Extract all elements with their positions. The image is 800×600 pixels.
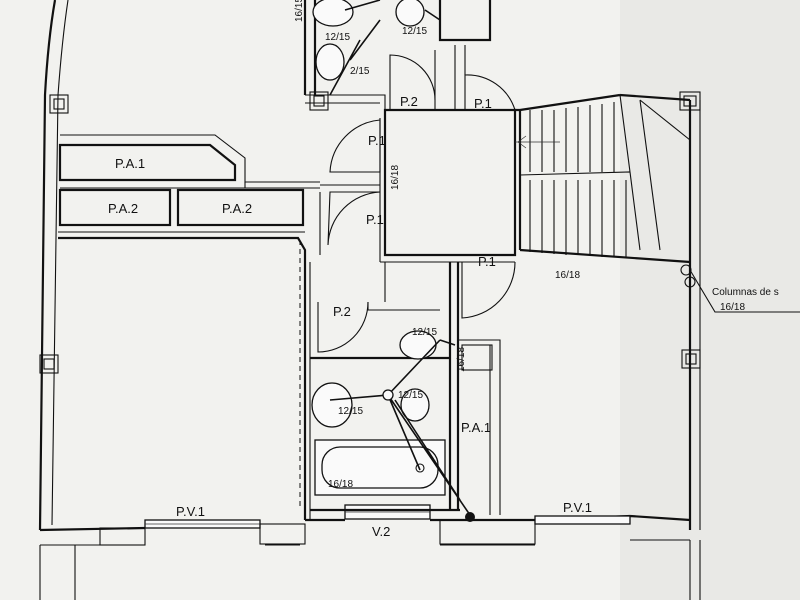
shaft-lines <box>458 339 501 515</box>
column-marker-5 <box>309 91 329 111</box>
bathtub-drain <box>415 463 425 473</box>
dim-1618-b: 16/18 <box>456 347 467 372</box>
door-p1-top-jambs <box>454 45 466 110</box>
label-p1-left: P.1 <box>368 133 386 148</box>
door-p1-mid-frame <box>319 184 380 255</box>
label-pa2-left: P.A.2 <box>108 201 138 216</box>
label-pa1-right: P.A.1 <box>461 420 491 435</box>
upper-sink-1 <box>312 0 354 27</box>
door-p2-mid <box>317 301 369 353</box>
column-dot-1 <box>680 264 692 276</box>
outer-wall-left-inner <box>51 0 69 526</box>
pier-bm <box>259 523 306 545</box>
window-pv1-right <box>534 515 631 525</box>
label-pa1-top: P.A.1 <box>115 156 145 171</box>
pa2-left-box <box>58 188 172 227</box>
dim-1618-v: 16/18 <box>390 165 401 190</box>
lower-sink <box>311 382 353 428</box>
lower-bidet <box>400 388 430 422</box>
column-dot-2 <box>684 276 696 288</box>
dim-1215-sink: 12/15 <box>338 406 363 417</box>
label-pv1-right: P.V.1 <box>563 500 592 515</box>
label-pa2-mid: P.A.2 <box>222 201 252 216</box>
upper-wc <box>395 0 425 27</box>
label-p1-top: P.1 <box>474 96 492 111</box>
column-marker-1 <box>49 94 69 114</box>
dim-1618-tub: 16/18 <box>328 479 353 490</box>
outer-wall-left <box>38 0 57 531</box>
label-pv1-left: P.V.1 <box>176 504 205 519</box>
dim-1215-wc: 12/15 <box>412 327 437 338</box>
upper-sink-2 <box>315 43 345 81</box>
paper-shadow <box>620 0 800 600</box>
door-p2-mid-frame <box>309 262 440 520</box>
lower-bath-walls <box>310 262 460 512</box>
column-marker-2 <box>39 354 59 374</box>
downpipe <box>465 512 475 522</box>
label-p2-top: P.2 <box>400 94 418 109</box>
label-p1-bottom: P.1 <box>478 254 496 269</box>
columns-annotation-size: 16/18 <box>720 302 745 313</box>
dim-1618-stair: 16/18 <box>555 270 580 281</box>
pa2-mid-box <box>176 188 305 227</box>
dim-1615: 16/15 <box>294 0 305 22</box>
upper-pipes <box>329 0 441 96</box>
label-v2: V.2 <box>372 524 390 539</box>
door-p1-left <box>329 119 381 173</box>
corridor-line <box>60 182 320 189</box>
label-p1-mid: P.1 <box>366 212 384 227</box>
door-p1-top <box>464 74 516 111</box>
column-marker-4 <box>681 349 701 369</box>
dim-1215-b: 12/15 <box>402 26 427 37</box>
door-p1-mid <box>327 191 381 246</box>
columns-annotation-text: Columnas de s <box>712 287 779 298</box>
dim-1215-c: 2/15 <box>350 66 370 77</box>
hall-walls <box>383 108 517 257</box>
staircase <box>515 93 691 264</box>
bottom-ext <box>39 540 701 600</box>
door-p1-bottom <box>461 261 516 319</box>
outer-wall-bottom-2 <box>40 539 690 546</box>
lower-pipes <box>329 339 471 516</box>
bedroom-wall <box>58 236 307 520</box>
door-p2-top <box>389 54 436 110</box>
pa1-top-wall-outer <box>60 134 320 183</box>
dim-1215-bidet: 12/15 <box>398 390 423 401</box>
pa1-top-wall <box>58 143 237 182</box>
pier-bl <box>99 527 146 546</box>
upper-bath-bottom <box>305 94 386 110</box>
column-marker-3 <box>679 91 701 111</box>
shaft-box <box>461 344 493 371</box>
dim-1215-a: 12/15 <box>325 32 350 43</box>
columns-leader <box>689 269 800 313</box>
pipe-node <box>382 389 394 401</box>
label-p2-mid: P.2 <box>333 304 351 319</box>
pier-br <box>439 519 536 545</box>
